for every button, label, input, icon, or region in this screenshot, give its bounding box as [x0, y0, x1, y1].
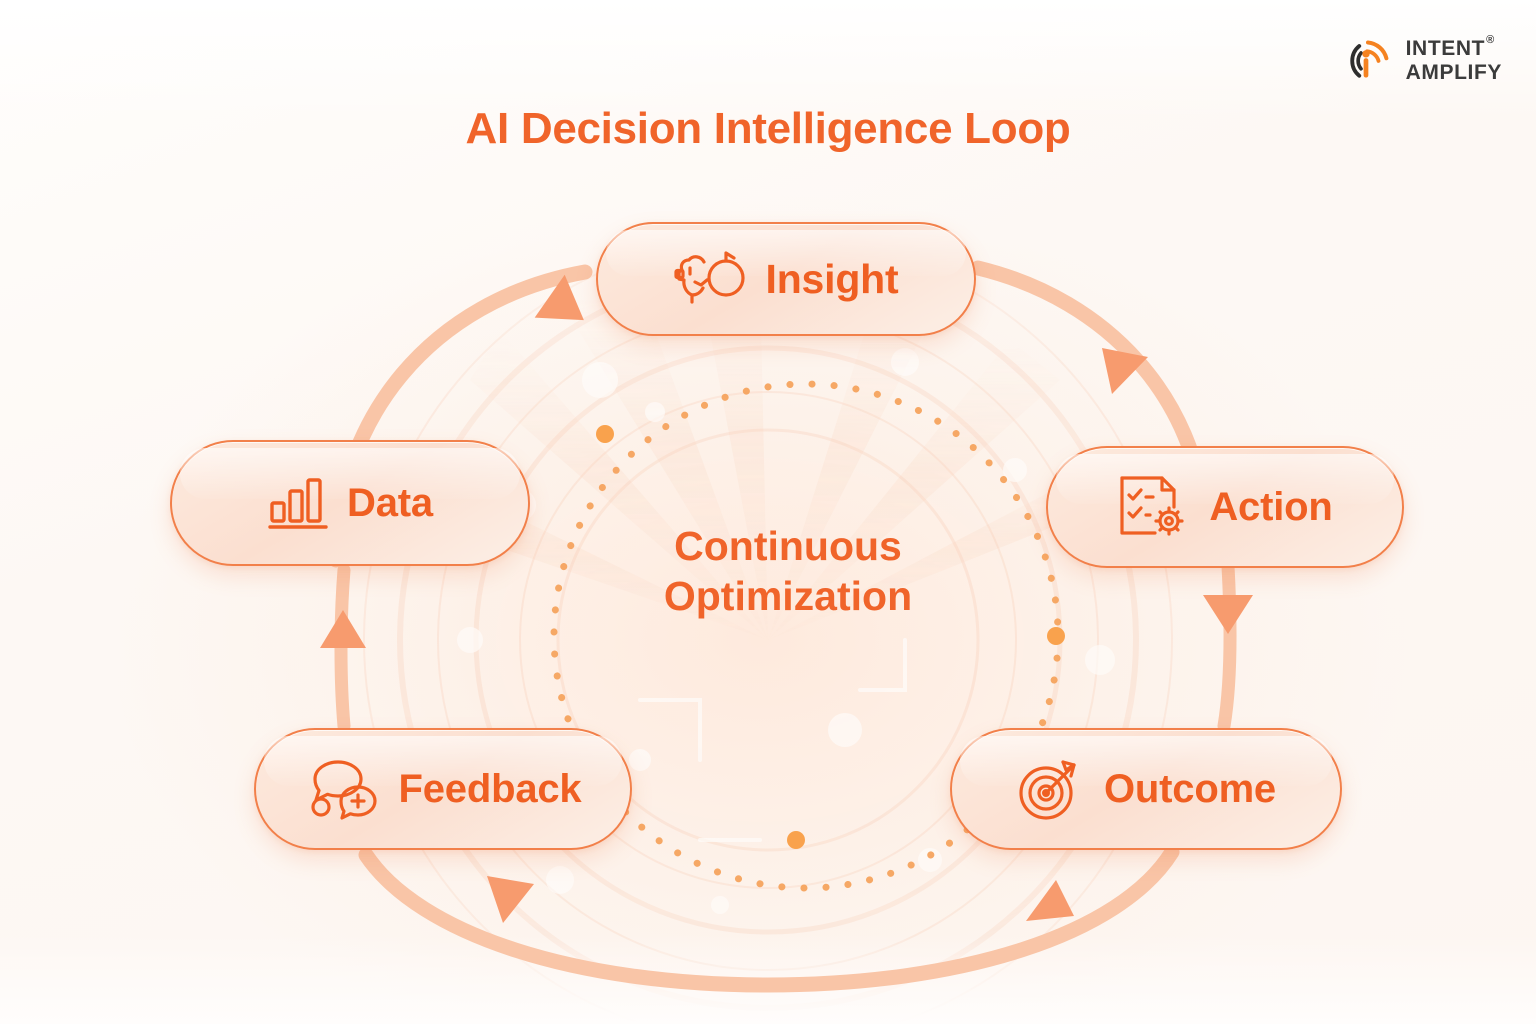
brand-wordmark: INTENT ® AMPLIFY — [1405, 33, 1502, 83]
page-title: AI Decision Intelligence Loop — [465, 104, 1071, 153]
node-insight[interactable]: Insight — [596, 222, 976, 336]
arrowhead-to-outcome — [1203, 595, 1253, 634]
checklist-gear-icon — [1120, 476, 1184, 536]
node-label-data: Data — [347, 480, 433, 525]
accent-dot-bottom — [787, 831, 805, 849]
center-label: Continuous Optimization — [568, 521, 1008, 621]
top-fade-overlay — [0, 0, 1536, 120]
arrowhead-bottom-arc — [1026, 880, 1074, 921]
brand-name-amplify: AMPLIFY — [1405, 60, 1502, 84]
arrowhead-to-data — [320, 610, 366, 648]
center-label-line-2: Optimization — [663, 573, 913, 620]
brand-name-intent: INTENT — [1405, 36, 1486, 60]
target-arrow-icon — [1019, 760, 1076, 820]
node-data[interactable]: Data — [170, 440, 530, 566]
registered-mark: ® — [1486, 33, 1495, 46]
bar-chart-icon — [268, 478, 328, 529]
node-label-action: Action — [1209, 484, 1333, 529]
node-feedback[interactable]: Feedback — [254, 728, 632, 850]
brand-line-1: INTENT ® — [1405, 33, 1502, 60]
chat-bubbles-plus-icon — [310, 760, 377, 820]
arrowhead-to-insight — [534, 274, 584, 321]
node-label-insight: Insight — [765, 255, 899, 302]
brand-line-2: AMPLIFY — [1406, 62, 1502, 83]
connector-feedback-to-data — [334, 563, 351, 733]
arrowhead-to-feedback — [487, 876, 534, 923]
connector-outcome-to-feedback — [358, 844, 1180, 993]
center-label-line-1: Continuous — [674, 523, 902, 569]
brand-logo: INTENT ® AMPLIFY — [1340, 32, 1502, 88]
connector-action-to-outcome — [1217, 559, 1237, 733]
arrowhead-to-action — [1102, 348, 1148, 394]
signal-waves-icon — [1349, 40, 1389, 78]
node-action[interactable]: Action — [1046, 446, 1404, 568]
accent-dot-right — [1047, 627, 1065, 645]
node-outcome[interactable]: Outcome — [950, 728, 1342, 850]
node-label-feedback: Feedback — [398, 766, 582, 811]
bottom-fade-overlay — [0, 934, 1536, 1024]
brain-target-icon — [673, 251, 745, 304]
accent-dot-top-left — [596, 425, 614, 443]
node-label-outcome: Outcome — [1104, 766, 1276, 811]
